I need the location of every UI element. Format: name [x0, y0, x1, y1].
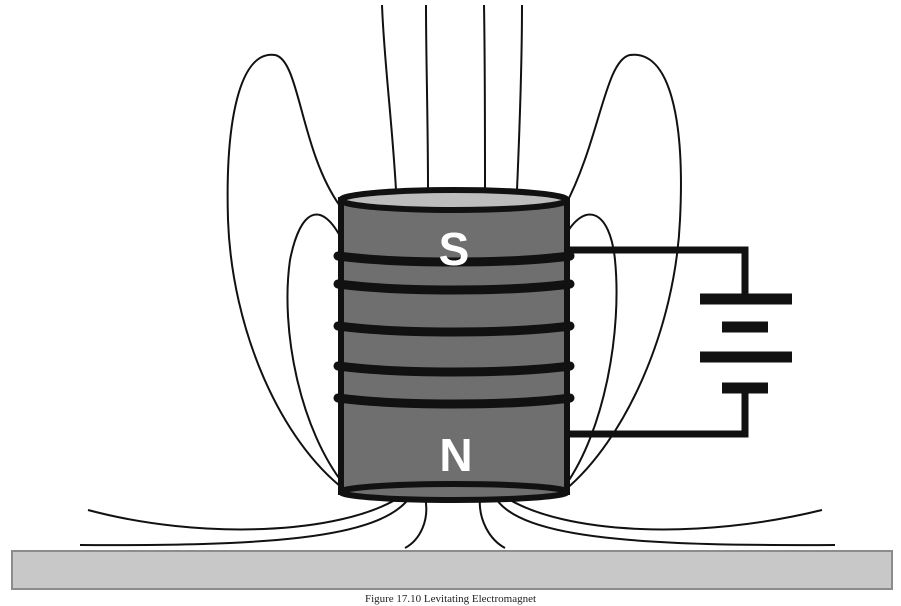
- pole-label-south: S: [439, 223, 470, 275]
- wire-top: [567, 246, 749, 296]
- coil-turn-4: [333, 361, 575, 377]
- rail: [11, 550, 893, 590]
- field-line-bottom-right-2: [494, 496, 836, 547]
- coil-turn-5: [333, 393, 575, 409]
- field-line-left-outer: [226, 53, 346, 491]
- field-line-top-4: [516, 4, 523, 191]
- field-line-top-2: [425, 4, 429, 191]
- magnetic-field-lines: [79, 4, 836, 549]
- figure-caption: Figure 17.10 Levitating Electromagnet: [364, 593, 537, 605]
- field-line-left-inner: [286, 213, 346, 487]
- field-line-bottom-left-3: [404, 496, 428, 549]
- core-bottom-edge: [338, 481, 570, 503]
- pole-label-north: N: [439, 429, 472, 481]
- circuit-wires: [567, 246, 749, 438]
- field-line-bottom-left-1: [87, 496, 401, 531]
- coil-turn-2: [333, 279, 575, 295]
- core-top-face: [338, 187, 570, 213]
- field-line-top-1: [381, 4, 397, 191]
- field-line-right-outer: [564, 53, 682, 491]
- coil-turn-3: [333, 321, 575, 337]
- battery-icon: [700, 293, 792, 394]
- coil-windings: [333, 251, 575, 409]
- coil-turn-1: [333, 251, 575, 267]
- electromagnet-core: [338, 187, 570, 503]
- field-line-top-3: [483, 4, 486, 191]
- wire-bottom: [567, 388, 749, 438]
- field-line-bottom-left-2: [79, 496, 411, 547]
- field-line-bottom-right-1: [504, 496, 823, 531]
